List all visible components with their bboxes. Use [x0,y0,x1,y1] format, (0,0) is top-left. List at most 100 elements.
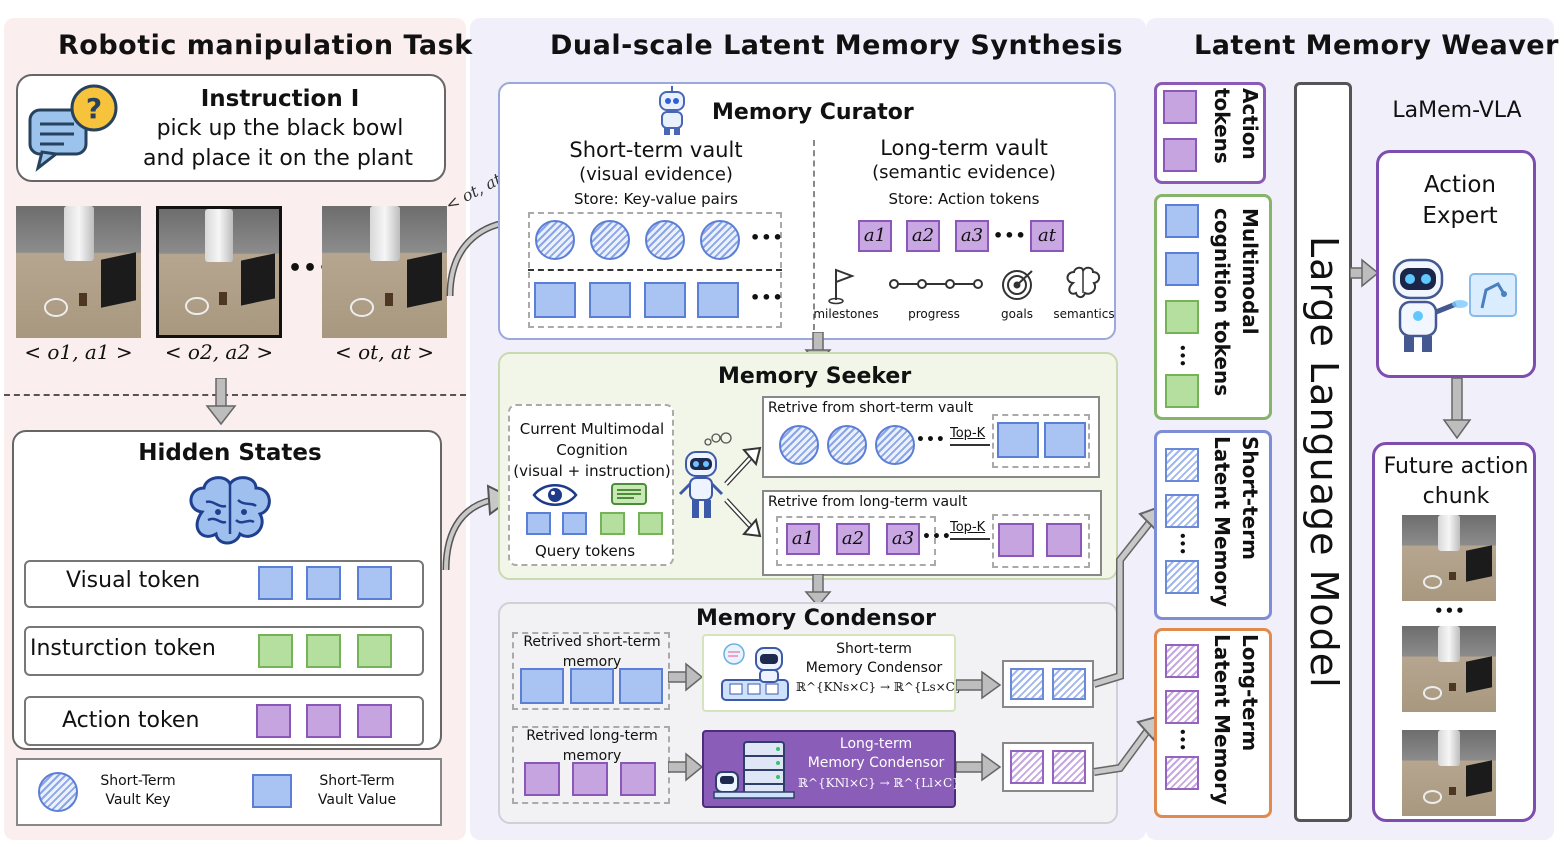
weaver-long-latent-square [1165,756,1199,790]
goals-label: goals [1001,307,1033,321]
topk-long-label: Top-K [950,520,986,535]
cognition-line2: Cognition [556,441,628,459]
long-condensor-server-icon [713,741,795,799]
long-vault-store: Store: Action tokens [888,190,1040,208]
hidden-states-title: Hidden States [138,440,322,466]
weaver-long-latent-square [1165,644,1199,678]
future-action-label: Future action chunk [1383,454,1529,509]
seeker-robot-icon [678,432,732,518]
topk-arrow-line [950,444,990,446]
observation-frame-t [322,206,447,338]
instruction-token-label: Insturction token [30,636,216,661]
cognition-line1: Current Multimodal [519,420,665,438]
short-condensor-formula: ℝ^{KNs×C} → ℝ^{Ls×C} [796,680,963,694]
cognition-line3: (visual + instruction) [513,462,671,480]
question-chat-icon: ? [28,84,118,172]
long-vault-token-a2: a2 [906,220,940,252]
instruction-line1: pick up the black bowl [156,116,404,141]
retrieved-action-a2: a2 [836,523,870,555]
legend-value-square [252,774,292,808]
observation-frame-2 [156,206,282,338]
retrieved-long-square [524,762,560,796]
action-token-square [357,704,392,738]
short-vault-divider [813,140,815,330]
memory-condensor-title: Memory Condensor [696,606,937,631]
action-token-square [256,704,291,738]
goal-target-icon [1002,270,1033,300]
weaver-short-ellipsis: ••• [1175,532,1189,556]
future-frame-3 [1402,730,1496,816]
memory-curator-title: Memory Curator [712,100,914,125]
retrieved-long-square [620,762,656,796]
right-arrow-icon [956,670,1002,700]
query-token-instruction [600,512,625,535]
visual-token-square [306,566,341,600]
topk-short-results [992,414,1090,468]
short-latent-square [1010,668,1044,700]
vault-value-square [534,282,576,318]
retrieved-short-square [619,668,663,704]
instruction-heading: Instruction I [200,86,360,112]
future-frame-1 [1402,515,1496,601]
long-latent-square [1052,750,1086,784]
query-token-instruction [638,512,663,535]
long-vault-token-at: at [1030,220,1064,252]
frame-label-t: < ot, at > [335,340,434,364]
brain-icon [189,476,271,545]
future-frame-2 [1402,626,1496,712]
topk-action-square [998,523,1034,557]
action-expert-label: Action Expert [1422,172,1498,229]
long-vault-ellipsis: ••• [993,226,1027,245]
long-candidates-box [776,516,936,566]
weaver-short-latent-square [1165,494,1199,528]
weaver-action-square [1163,90,1197,124]
vault-value-square [697,282,739,318]
legend-value-label: Short-Term Vault Value [317,773,397,808]
retrieved-key-circle [827,425,867,465]
right-arrow-icon [1350,258,1380,288]
action-expert-robot-icon [1392,258,1517,352]
llm-label: Large Language Model [1302,236,1346,689]
topk-value-square [1044,422,1086,458]
task-section-title: Robotic manipulation Task [58,30,473,61]
text-document-icon [611,483,647,505]
weaver-mm-ellipsis: ••• [1175,344,1189,368]
short-condensor-name: Short-term Memory Condensor [805,641,943,676]
retrieved-action-a1: a1 [786,523,820,555]
retrieved-long-square [572,762,608,796]
vault-key-circle [590,220,630,260]
instruction-token-square [258,634,293,668]
action-token-square [306,704,341,738]
short-vault-store: Store: Key-value pairs [573,190,738,208]
topk-arrow-line [950,538,990,540]
retrieved-short-box [512,632,670,710]
topk-short-label: Top-K [950,426,986,441]
retrieved-short-square [570,668,614,704]
svg-text:?: ? [86,92,102,125]
weaver-short-memory-label: Short-term Latent Memory [1210,436,1262,608]
legend-key-label: Short-Term Vault Key [100,773,176,808]
weaver-action-tokens-label: Action tokens [1210,88,1262,164]
topk-action-square [1046,523,1082,557]
weaver-multimodal-label: Multimodal cognition tokens [1210,208,1262,397]
retrieved-action-a3: a3 [886,523,920,555]
lamem-vla-label: LaMem-VLA [1392,98,1522,123]
frame-label-1: < o1, a1 > [24,340,133,364]
long-condensor-formula: ℝ^{KNl×C} → ℝ^{Ll×C} [798,776,960,790]
long-vault-title: Long-term vault [880,136,1048,160]
weaver-long-memory-label: Long-term Latent Memory [1210,634,1262,806]
right-arrow-icon [956,752,1002,782]
instruction-token-square [306,634,341,668]
right-arrow-icon [668,662,704,692]
future-frames-ellipsis: ••• [1434,602,1466,620]
instruction-token-square [357,634,392,668]
memory-seeker-title: Memory Seeker [718,364,912,389]
long-vault-sub: (semantic evidence) [872,162,1056,183]
task-divider [4,394,466,396]
vault-value-square [644,282,686,318]
retrieved-long-label: Retrived long-term memory [526,728,658,764]
weaver-mm-visual-square [1165,204,1199,238]
weaver-long-latent-square [1165,690,1199,724]
topk-long-results [992,514,1090,568]
curator-robot-icon [659,86,685,135]
